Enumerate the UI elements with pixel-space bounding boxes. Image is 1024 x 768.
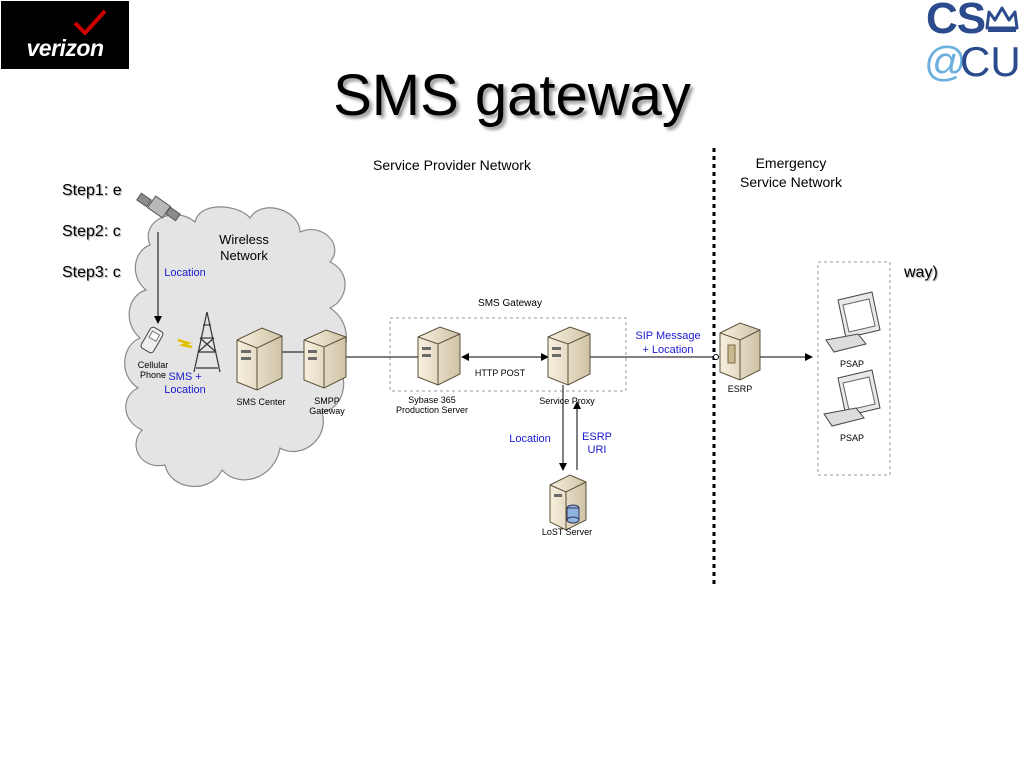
smpp-gateway-label-line1: SMPP (314, 396, 340, 406)
wireless-network-cloud (124, 206, 347, 487)
cellular-phone-label-line1: Cellular (137, 360, 169, 370)
satellite-icon (136, 192, 181, 222)
service-provider-network-label: Service Provider Network (373, 157, 531, 173)
sybase-server-icon (417, 326, 461, 386)
esrp-uri-label-line2: URI (587, 444, 607, 456)
sms-gateway-box (389, 317, 627, 392)
lightning-icon (177, 338, 193, 349)
wireless-network-label-line1: Wireless (219, 232, 269, 247)
verizon-logo: verizon (1, 1, 129, 69)
cell-tower-icon (193, 311, 221, 373)
sms-center-server-icon (236, 327, 283, 391)
step-1: Step1: e (62, 182, 122, 199)
cs-cu-logo: CS @ CU (922, 0, 1022, 85)
sip-message-label-line2: + Location (642, 344, 694, 356)
http-post-label: HTTP POST (474, 368, 526, 378)
step-3: Step3: c (62, 264, 121, 281)
wireless-network-label-line2: Network (220, 248, 268, 263)
sip-message-label-line1: SIP Message (635, 330, 701, 342)
smpp-gateway-server-icon (303, 329, 347, 389)
crown-icon (985, 6, 1019, 32)
emergency-network-label-line1: Emergency (755, 155, 827, 171)
service-proxy-label: Service Proxy (539, 396, 595, 406)
sms-gateway-group-label: SMS Gateway (478, 298, 542, 309)
cellular-phone-icon (140, 326, 164, 354)
smpp-gateway-label-line2: Gateway (309, 406, 345, 416)
psap-label-1: PSAP (839, 359, 864, 369)
esrp-server-icon (719, 322, 761, 381)
esrp-label: ESRP (727, 384, 753, 394)
psap-computer-icon-2 (823, 369, 881, 427)
verizon-check-icon (73, 9, 107, 35)
sms-center-label: SMS Center (236, 397, 286, 407)
sms-location-label-line2: Location (164, 384, 206, 396)
psap-label-2: PSAP (839, 433, 864, 443)
cellular-phone-label-line2: Phone (139, 370, 167, 380)
satellite-location-label: Location (164, 267, 206, 279)
sybase-label-line1: Sybase 365 (408, 395, 456, 405)
lost-server-icon (549, 474, 587, 531)
psap-box (817, 261, 891, 476)
verizon-logo-text: verizon (26, 35, 104, 61)
location-to-lost-label: Location (509, 433, 551, 445)
cu-logo-at: @ (924, 38, 967, 85)
psap-computer-icon-1 (825, 291, 881, 353)
lost-server-label: LoST Server (541, 527, 593, 537)
step-3-tail: way) (904, 264, 938, 281)
cu-logo-cu: CU (960, 38, 1021, 85)
service-proxy-server-icon (547, 326, 591, 386)
esrp-uri-label-line1: ESRP (582, 431, 612, 443)
sms-location-label-line1: SMS + (168, 371, 202, 383)
sybase-label-line2: Production Server (395, 405, 469, 415)
emergency-network-label-line2: Service Network (740, 174, 842, 190)
step-2: Step2: c (62, 223, 121, 240)
page-title: SMS gateway (333, 63, 691, 128)
cu-logo-cs: CS (926, 0, 986, 43)
